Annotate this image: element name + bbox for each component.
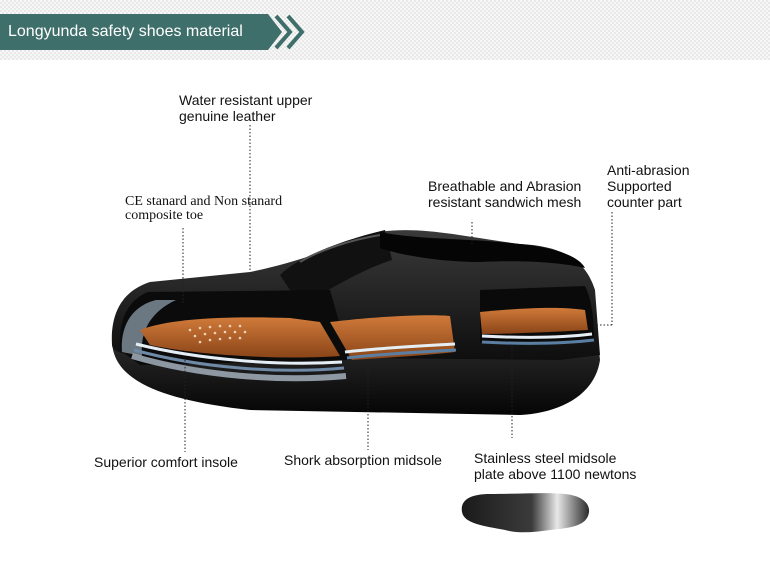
label-upper: Water resistant upper genuine leather: [179, 92, 313, 124]
double-chevron-icon: [274, 14, 305, 50]
page-title: Longyunda safety shoes material chart: [0, 14, 268, 76]
composite-toe-cap: [121, 300, 176, 356]
strap: [280, 230, 392, 305]
label-midsole: Shork absorption midsole: [284, 452, 442, 468]
label-insole: Superior comfort insole: [94, 454, 238, 470]
mesh-lining: [480, 307, 588, 334]
label-composite-toe: CE stanard and Non stanard composite toe: [125, 194, 283, 223]
label-mesh: Breathable and Abrasion resistant sandwi…: [428, 178, 582, 210]
chevron-right-icon: [268, 14, 282, 50]
label-counter: Anti-abrasion Supported counter part: [607, 162, 690, 210]
label-steel-midsole: Stainless steel midsole plate above 1100…: [474, 450, 637, 482]
header-pattern-background: [0, 0, 770, 60]
steel-plate: [461, 493, 590, 533]
